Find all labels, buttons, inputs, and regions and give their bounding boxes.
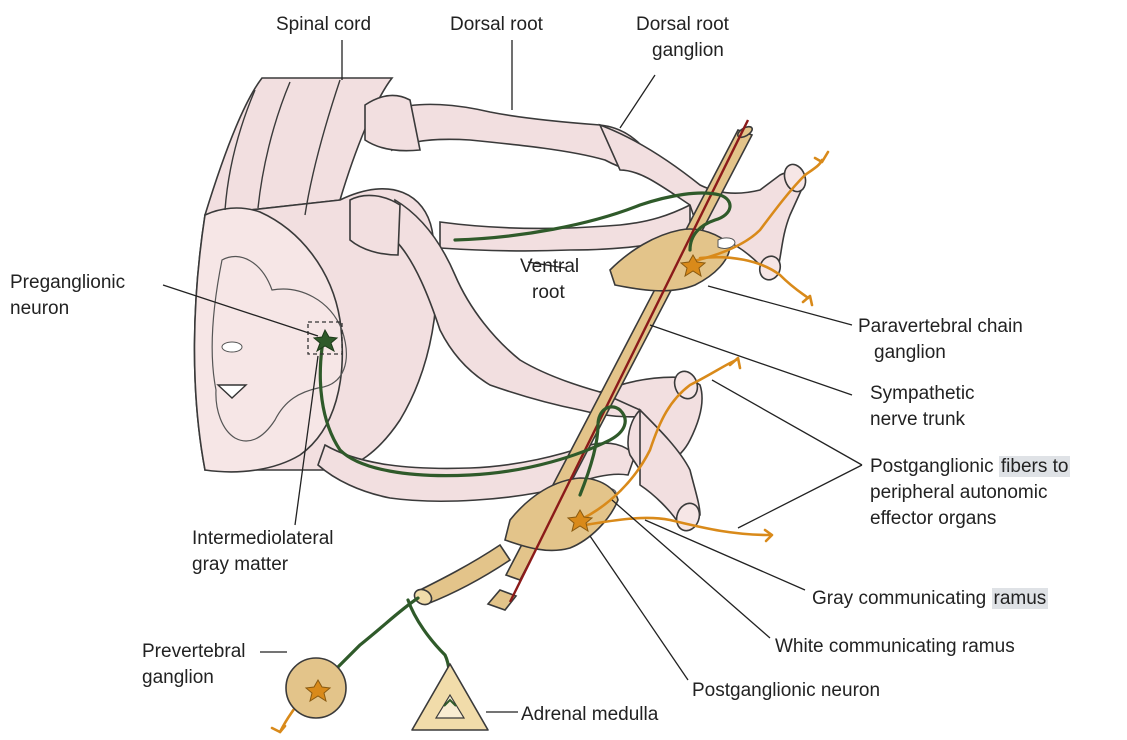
label-prevertebral-2: ganglion [142,667,214,689]
label-gray-ramus-a: Gray communicating [812,588,992,609]
label-paravertebral-2: ganglion [874,342,946,364]
label-sympathetic-trunk-1: Sympathetic [870,383,975,405]
sympathetic-trunk [412,125,754,610]
label-intermediolateral-2: gray matter [192,554,288,576]
label-adrenal-medulla: Adrenal medulla [521,704,658,726]
label-dorsal-root-ganglion-1: Dorsal root [636,14,729,36]
label-prevertebral-1: Prevertebral [142,641,246,663]
label-ventral-root-1: Ventral [520,256,579,278]
label-ventral-root-2: root [532,282,565,304]
label-gray-communicating-ramus: Gray communicating ramus [812,588,1048,610]
label-postganglionic-fibers-3: effector organs [870,508,996,530]
label-postganglionic-fibers-1b: fibers to [999,456,1071,477]
label-sympathetic-trunk-2: nerve trunk [870,409,965,431]
label-gray-ramus-b: ramus [992,588,1049,609]
label-postganglionic-fibers-1a: Postganglionic [870,456,999,477]
label-postganglionic-fibers-1: Postganglionic fibers to [870,456,1070,478]
label-white-communicating-ramus: White communicating ramus [775,636,1015,658]
label-dorsal-root: Dorsal root [450,14,543,36]
label-dorsal-root-ganglion-2: ganglion [652,40,724,62]
label-preganglionic-neuron-1: Preganglionic [10,272,125,294]
label-preganglionic-neuron-2: neuron [10,298,69,320]
label-postganglionic-neuron: Postganglionic neuron [692,680,880,702]
label-paravertebral-1: Paravertebral chain [858,316,1023,338]
label-intermediolateral-1: Intermediolateral [192,528,334,550]
label-postganglionic-fibers-2: peripheral autonomic [870,482,1047,504]
label-spinal-cord: Spinal cord [276,14,371,36]
